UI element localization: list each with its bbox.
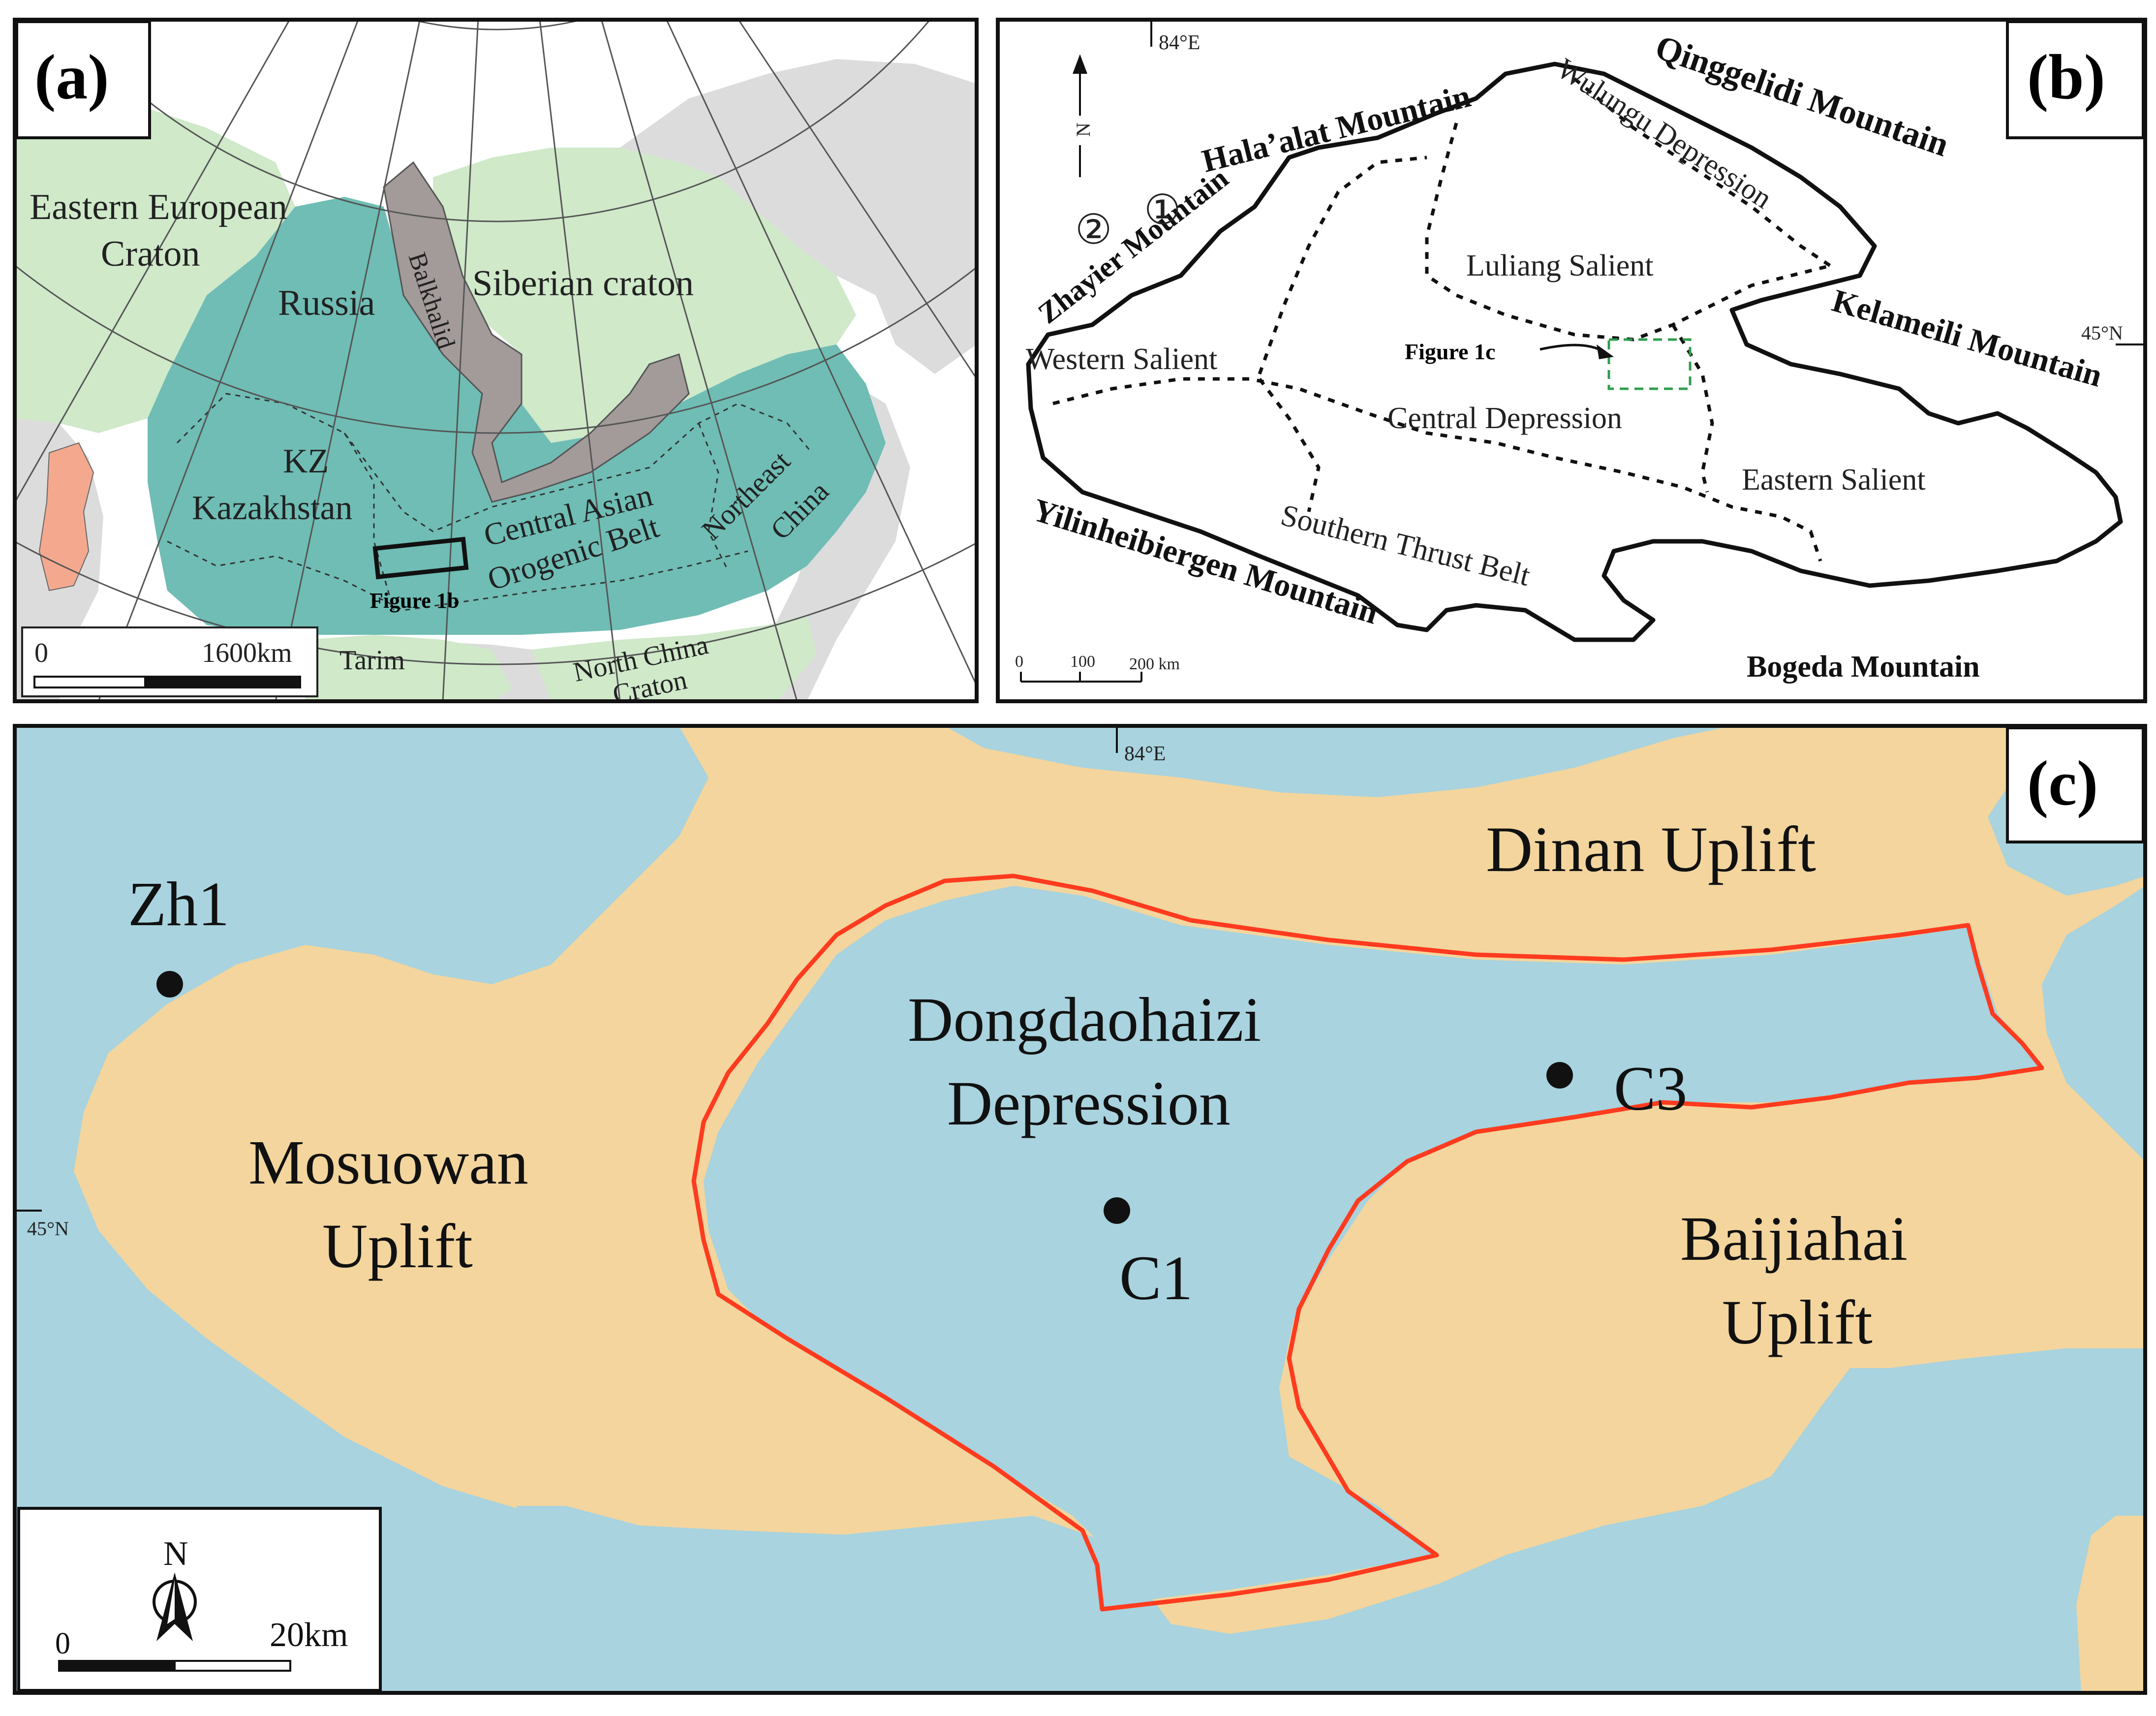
label-mosuowan-2: Uplift xyxy=(322,1211,473,1281)
label-luliang: Luliang Salient xyxy=(1466,249,1654,282)
scale-b-200: 200 km xyxy=(1129,655,1180,673)
well-zh1-marker xyxy=(156,971,183,998)
central-asian-orogenic-belt-area xyxy=(148,197,886,635)
structural-boundaries-b xyxy=(1052,77,1831,562)
label-dongdaohaizi-1: Dongdaohaizi xyxy=(908,985,1261,1055)
label-circle-1: ① xyxy=(1144,187,1181,233)
label-eastern-salient: Eastern Salient xyxy=(1742,463,1926,497)
land-gray-ne xyxy=(620,59,977,374)
scale-b-100: 100 xyxy=(1070,653,1095,671)
lat-label-b: 45°N xyxy=(2081,322,2123,344)
north-label-b: N xyxy=(1072,123,1094,137)
tarim-area xyxy=(305,635,512,701)
scale-c-start: 0 xyxy=(55,1627,70,1660)
junggar-basin-outline xyxy=(1026,62,2123,642)
panel-a-frame xyxy=(13,18,979,703)
label-dongdaohaizi-2: Depression xyxy=(947,1068,1231,1138)
scale-c-end: 20km xyxy=(270,1616,348,1654)
panel-b-frame xyxy=(996,18,2147,703)
panel-a-tag: (a) xyxy=(34,42,109,113)
dotted-boundary-b xyxy=(167,540,748,611)
label-baijiahai-2: Uplift xyxy=(1722,1287,1873,1357)
lon-label-b: 84°E xyxy=(1159,31,1200,54)
depression-north-channel xyxy=(945,726,1732,797)
scale-a-end: 1600km xyxy=(202,638,292,668)
label-mosuowan-1: Mosuowan xyxy=(248,1127,528,1197)
north-arrow-b: N xyxy=(1072,54,1094,177)
balkhalid-area xyxy=(383,161,690,503)
dotted-boundary-d xyxy=(698,423,729,571)
label-bogeda: Bogeda Mountain xyxy=(1747,650,1980,684)
depression-main-area xyxy=(704,886,2042,1604)
lat-label-c: 45°N xyxy=(27,1217,69,1240)
panel-c-tag-box xyxy=(2006,726,2145,843)
label-craton: Craton xyxy=(101,234,200,274)
panel-c: 84°E 45°N Dinan Uplift Dongdaohaizi Depr… xyxy=(13,724,2147,1695)
lon-label-c: 84°E xyxy=(1124,743,1166,765)
label-kazakhstan: Kazakhstan xyxy=(192,489,353,527)
panel-c-frame xyxy=(13,724,2147,1695)
well-c3-marker xyxy=(1546,1062,1573,1089)
figure-1c-box xyxy=(1607,338,1692,390)
north-label-c: N xyxy=(163,1535,188,1573)
label-dinan-uplift: Dinan Uplift xyxy=(1486,813,1816,885)
well-c3-label: C3 xyxy=(1614,1054,1687,1123)
legend-box-c: N 0 20km xyxy=(17,1507,382,1692)
panel-a-tag-box xyxy=(15,20,151,139)
label-circle-2: ② xyxy=(1075,207,1112,253)
panel-c-tag: (c) xyxy=(2027,748,2098,819)
north-arrow-c-icon xyxy=(153,1572,197,1641)
panel-b-background xyxy=(998,20,2145,701)
well-c1-marker xyxy=(1104,1197,1130,1224)
label-eastern-european: Eastern European xyxy=(30,187,287,227)
scale-b-0: 0 xyxy=(1015,653,1023,671)
salmon-patch xyxy=(38,442,94,592)
label-western-salient: Western Salient xyxy=(1026,343,1217,376)
panel-b-tag-box xyxy=(2006,20,2145,139)
dongdaohaizi-boundary xyxy=(691,874,2044,1612)
graticule-a xyxy=(15,20,977,701)
scale-bar-b xyxy=(1020,672,1142,683)
label-tarim: Tarim xyxy=(339,645,405,676)
label-russia: Russia xyxy=(278,283,375,323)
figure-1b-box xyxy=(372,536,469,580)
figure-1c-arrowhead xyxy=(1597,344,1614,359)
label-baijiahai-1: Baijiahai xyxy=(1680,1204,1908,1274)
panel-b: N 84°E 45°N Hala’alat Mountain Qinggelid… xyxy=(996,18,2147,703)
scale-a-start: 0 xyxy=(34,638,48,668)
label-siberian: Siberian craton xyxy=(472,263,694,304)
north-china-craton-area xyxy=(531,615,817,701)
label-central-depression: Central Depression xyxy=(1387,402,1622,435)
label-kz: KZ xyxy=(283,442,329,480)
panel-a: Eastern European Craton Russia Balkhalid… xyxy=(13,18,979,703)
depression-south-channel xyxy=(517,1506,1112,1693)
well-c1-label: C1 xyxy=(1119,1243,1193,1313)
label-figure-1b: Figure 1b xyxy=(370,589,459,613)
eastern-european-craton-area xyxy=(15,64,295,433)
panel-b-tag: (b) xyxy=(2027,42,2105,113)
depression-southeast xyxy=(1456,1373,2145,1693)
scale-bar-a: 0 1600km xyxy=(21,626,318,697)
uplift-sw-corner xyxy=(2076,1516,2145,1693)
well-zh1-label: Zh1 xyxy=(128,869,229,939)
label-figure-1c: Figure 1c xyxy=(1405,339,1495,364)
